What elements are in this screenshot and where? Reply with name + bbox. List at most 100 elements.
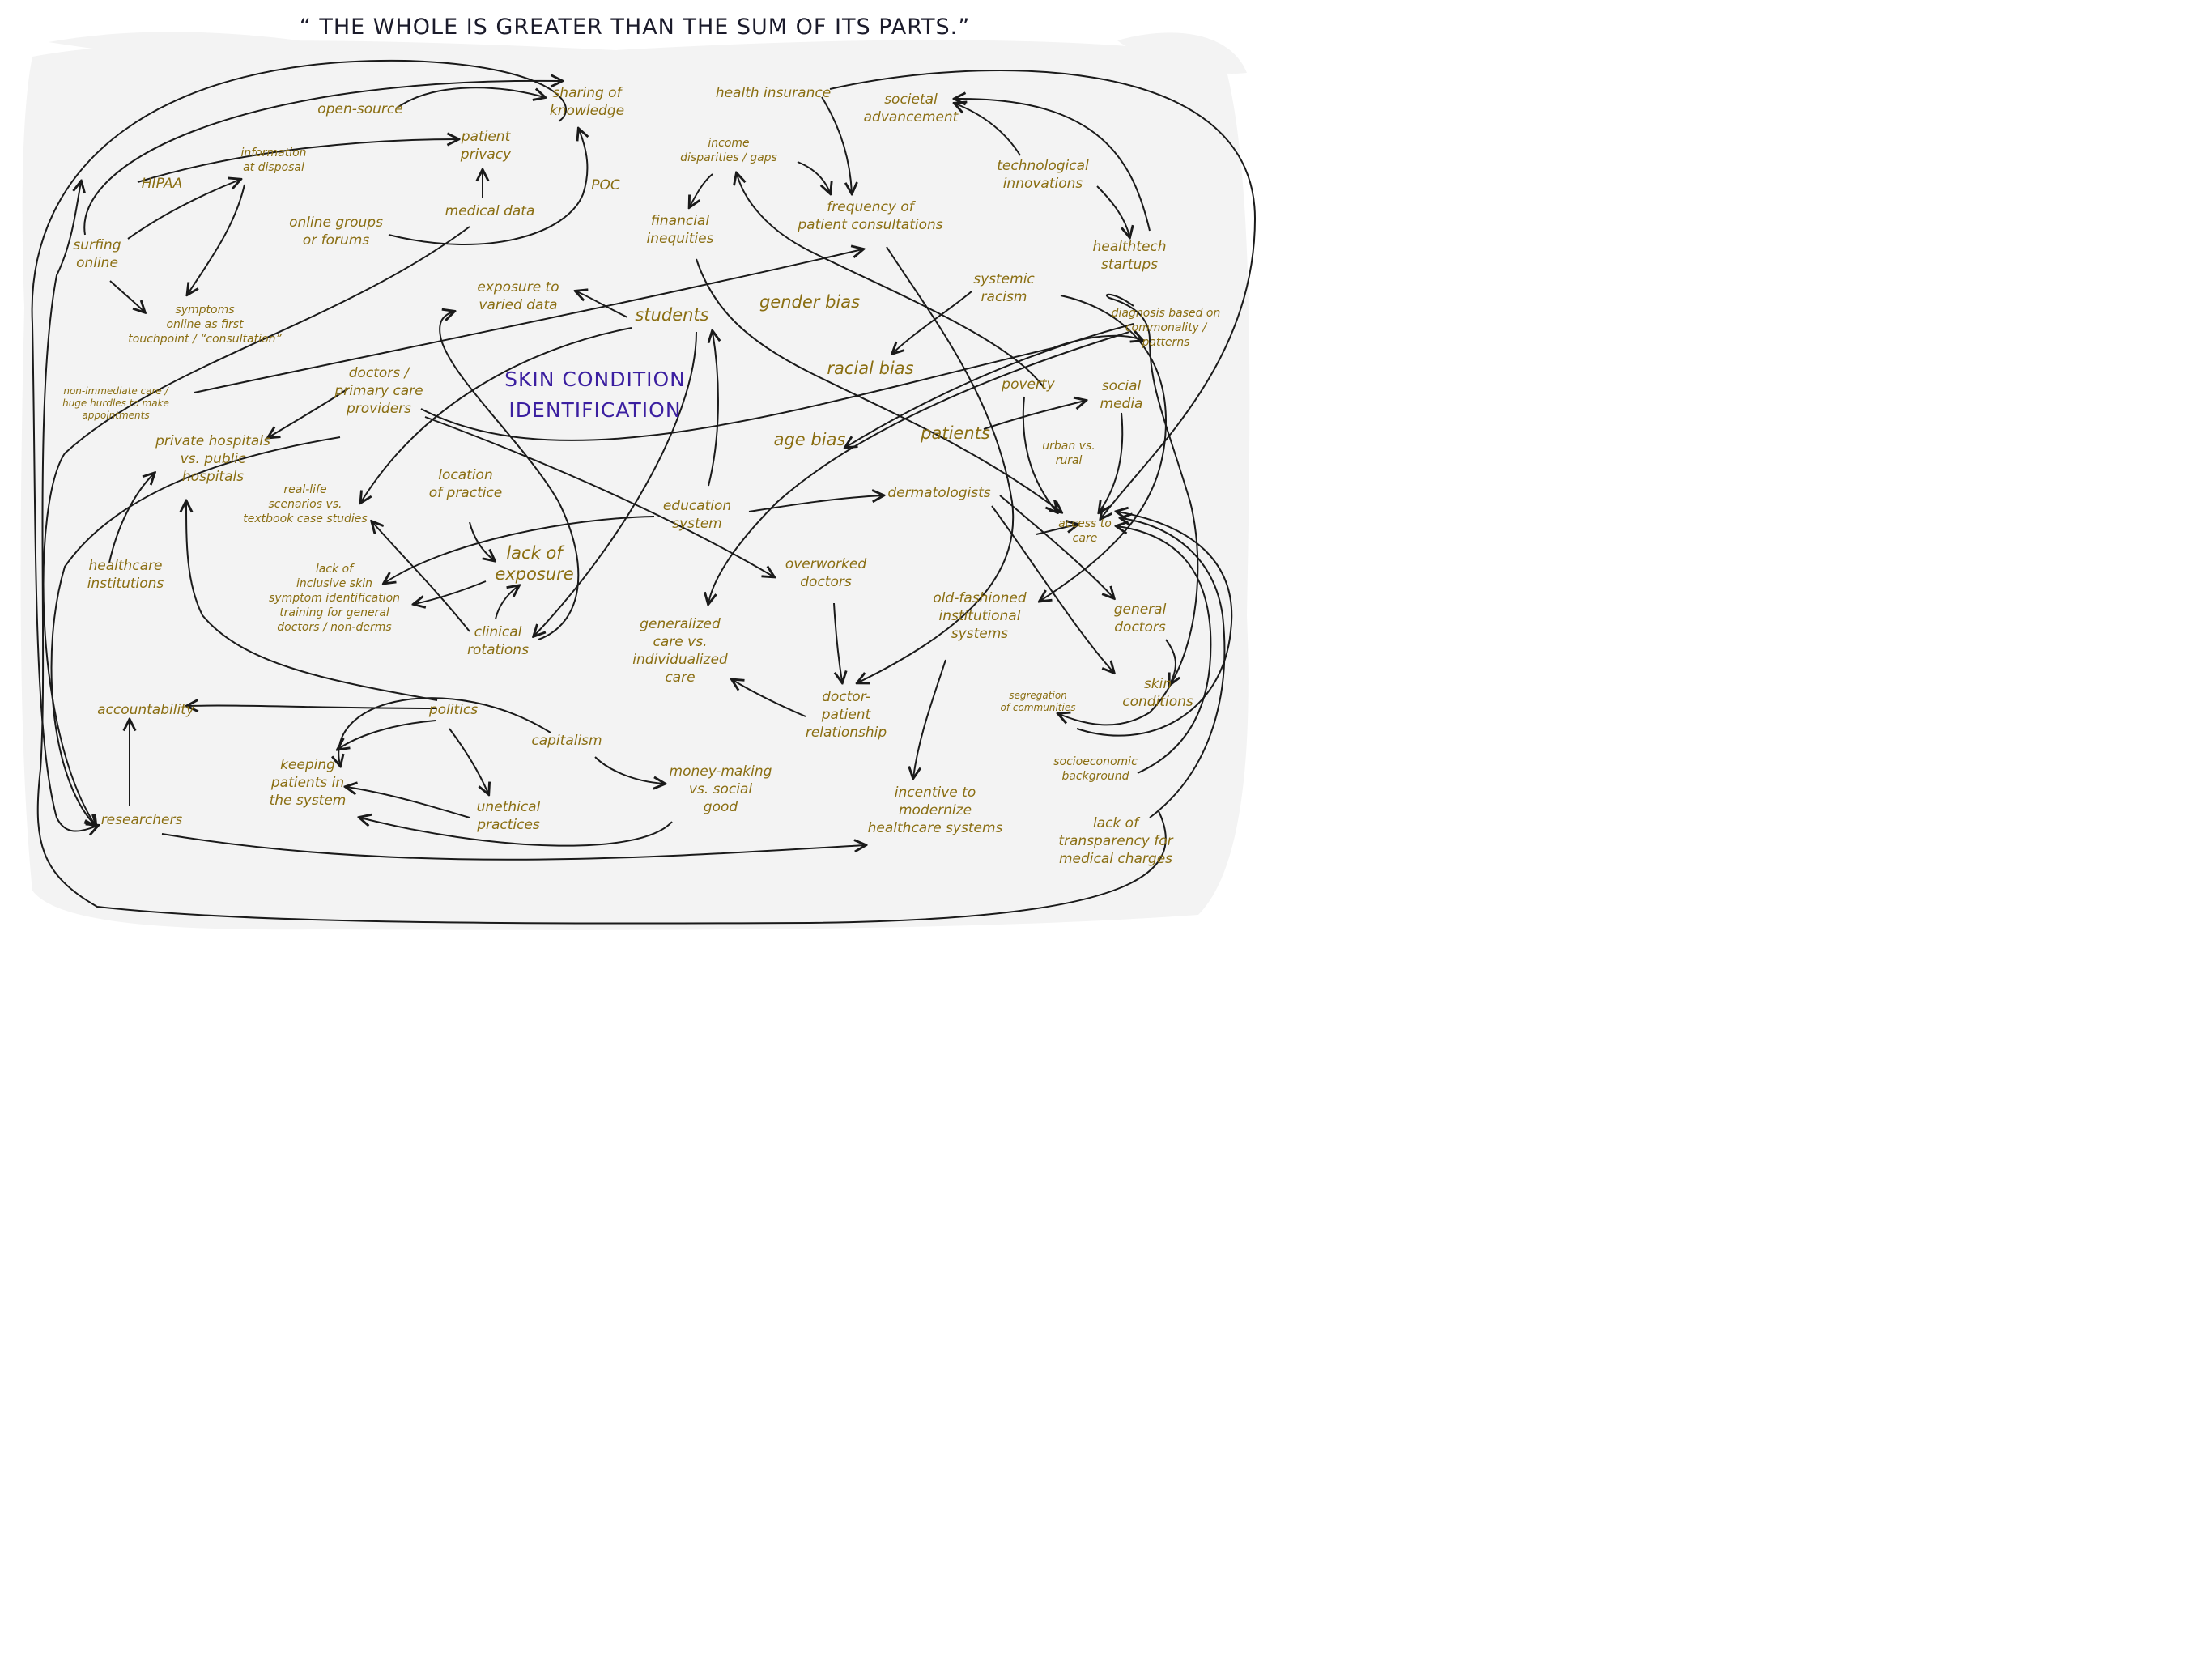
node-online-groups: online groups or forums xyxy=(289,215,383,249)
node-healthcare-institutions: healthcare institutions xyxy=(87,558,164,592)
node-access-to-care: access to care xyxy=(1058,517,1112,545)
node-lack-of-transparency: lack of transparency for medical charges xyxy=(1058,815,1173,867)
arrow xyxy=(420,336,1142,441)
arrow xyxy=(893,291,972,353)
node-segregation-of-communities: segregation of communities xyxy=(1000,690,1076,713)
arrow xyxy=(858,246,1015,682)
arrow xyxy=(737,174,1045,389)
node-patients: patients xyxy=(921,423,990,443)
node-old-fashioned-systems: old-fashioned institutional systems xyxy=(933,590,1027,642)
node-racial-bias: racial bias xyxy=(827,359,914,378)
node-students: students xyxy=(635,305,709,325)
node-patient-privacy: patient privacy xyxy=(460,129,512,163)
arrow xyxy=(338,720,436,749)
arrow xyxy=(31,59,567,831)
node-health-insurance: health insurance xyxy=(715,85,832,101)
node-lack-of-exposure: lack of exposure xyxy=(495,543,574,584)
node-income-disparities: income disparities / gaps xyxy=(680,137,777,164)
node-capitalism: capitalism xyxy=(531,733,602,749)
arrow xyxy=(1096,185,1129,236)
node-doctors-primary-care: doctors / primary care providers xyxy=(334,365,423,417)
arrow xyxy=(137,139,457,183)
arrow xyxy=(983,401,1085,430)
arrow xyxy=(991,505,1113,672)
arrow xyxy=(347,787,470,818)
arrow xyxy=(594,756,664,784)
arrow xyxy=(398,87,544,108)
node-lack-of-inclusive-training: lack of inclusive skin symptom identific… xyxy=(268,563,401,634)
node-age-bias: age bias xyxy=(773,430,846,449)
node-researchers: researchers xyxy=(100,812,183,828)
node-location-of-practice: location of practice xyxy=(428,467,503,501)
node-technological-innovations: technological innovations xyxy=(997,158,1089,192)
arrow xyxy=(1117,526,1212,774)
arrow xyxy=(360,818,673,847)
node-societal-advancement: societal advancement xyxy=(863,91,959,125)
node-general-doctors: general doctors xyxy=(1113,602,1167,636)
node-exposure-to-varied-data: exposure to varied data xyxy=(477,279,559,313)
arrow xyxy=(576,291,628,318)
arrow xyxy=(108,474,154,563)
node-medical-data: medical data xyxy=(445,203,535,219)
node-poverty: poverty xyxy=(1002,376,1055,393)
arrow xyxy=(821,96,852,193)
arrow xyxy=(999,495,1113,597)
arrow xyxy=(1040,295,1168,601)
arrow xyxy=(194,249,862,393)
node-open-source: open-source xyxy=(317,101,403,117)
arrow xyxy=(733,680,806,717)
arrow xyxy=(109,280,144,312)
node-financial-inequities: financial inequities xyxy=(646,213,714,247)
page-title: “ THE WHOLE IS GREATER THAN THE SUM OF I… xyxy=(299,15,971,40)
arrow xyxy=(495,586,518,620)
node-social-media: social media xyxy=(1100,378,1143,412)
node-healthtech-startups: healthtech startups xyxy=(1092,239,1167,273)
arrow xyxy=(449,728,488,793)
node-doctor-patient-relationship: doctor- patient relationship xyxy=(805,689,887,741)
arrow xyxy=(1036,525,1077,535)
node-real-life-vs-textbook: real-life scenarios vs. textbook case st… xyxy=(243,483,368,525)
arrow xyxy=(188,184,245,294)
node-socioeconomic-background: socioeconomic background xyxy=(1053,755,1138,783)
arrow xyxy=(424,416,773,576)
arrow xyxy=(361,327,632,502)
node-private-vs-public-hospitals: private hospitals vs. public hospitals xyxy=(155,433,270,485)
node-symptoms-online: symptoms online as first touchpoint / “c… xyxy=(128,304,282,346)
arrow xyxy=(1121,518,1226,818)
arrow xyxy=(690,173,713,206)
arrow xyxy=(534,331,697,636)
node-dermatologists: dermatologists xyxy=(887,485,991,501)
arrow xyxy=(36,182,1167,925)
node-systemic-racism: systemic racism xyxy=(973,271,1035,305)
arrow xyxy=(1100,412,1124,512)
node-sharing-of-knowledge: sharing of knowledge xyxy=(549,85,625,119)
arrow xyxy=(338,697,551,765)
node-information-at-disposal: information at disposal xyxy=(240,147,307,174)
concept-map-canvas xyxy=(20,32,1257,930)
node-gender-bias: gender bias xyxy=(759,292,861,312)
arrow-layer xyxy=(31,59,1257,925)
node-clinical-rotations: clinical rotations xyxy=(467,624,529,658)
arrow xyxy=(1022,396,1057,512)
node-money-making-vs-social-good: money-making vs. social good xyxy=(669,763,772,815)
arrow xyxy=(388,130,587,245)
node-keeping-patients-in-system: keeping patients in the system xyxy=(269,757,347,809)
arrow xyxy=(372,522,470,632)
arrow xyxy=(439,312,580,640)
arrow xyxy=(269,388,349,437)
node-skin-conditions: skin conditions xyxy=(1122,676,1193,710)
node-diagnosis-commonality: diagnosis based on commonality / pattern… xyxy=(1111,307,1221,349)
node-education-system: education system xyxy=(662,498,732,532)
arrow xyxy=(748,495,883,512)
arrow xyxy=(385,516,655,583)
node-urban-vs-rural: urban vs. rural xyxy=(1042,440,1095,467)
node-poc: POC xyxy=(591,177,620,193)
arrow xyxy=(797,161,830,193)
arrow xyxy=(186,502,438,701)
arrow xyxy=(696,258,1061,512)
arrow xyxy=(913,659,946,777)
node-unethical-practices: unethical practices xyxy=(476,799,541,833)
arrow xyxy=(161,833,865,861)
arrow xyxy=(1059,293,1199,726)
cloud-blob xyxy=(49,32,340,60)
